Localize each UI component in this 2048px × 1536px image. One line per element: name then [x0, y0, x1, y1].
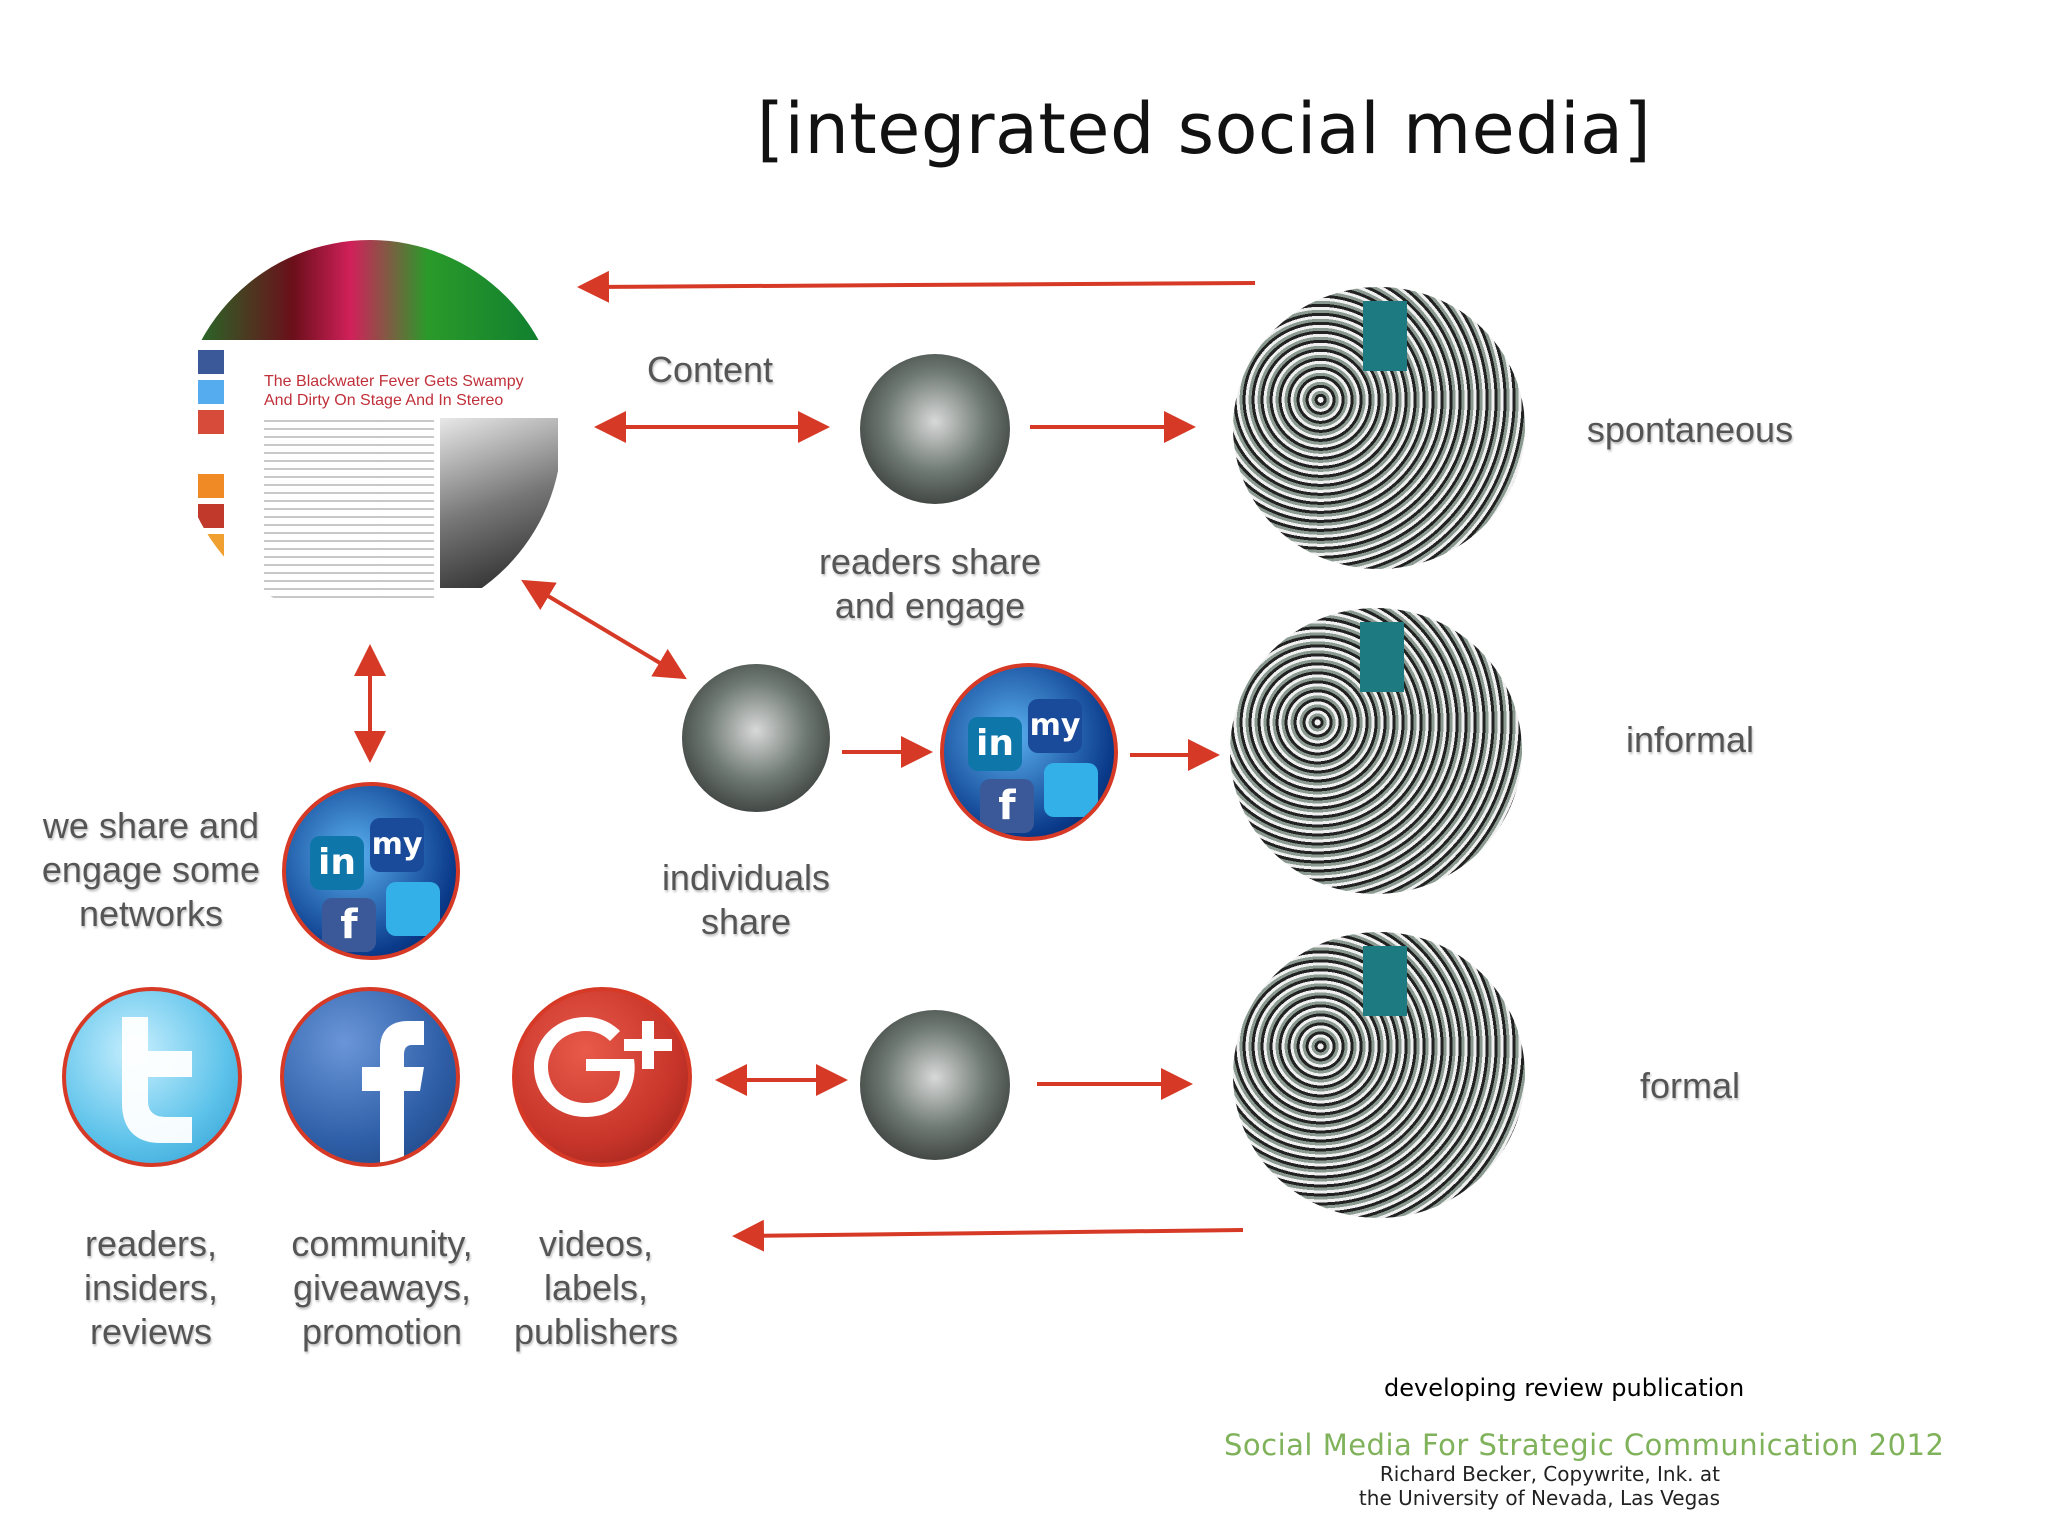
label-individuals-share: individuals share: [661, 857, 831, 942]
caption-twitter: readers, insiders, reviews: [83, 1223, 219, 1352]
caption-google: videos, labels, publishers: [513, 1223, 679, 1352]
label-formal: formal: [1639, 1065, 1741, 1106]
blog-headline-line2: And Dirty On Stage And In Stereo: [264, 392, 504, 409]
footer-credit: Richard Becker, Copywrite, Ink. at the U…: [1358, 1462, 1720, 1510]
social-apps-image-networks: in my f: [282, 782, 460, 960]
crowd-thumbnail-google: [860, 1010, 1010, 1160]
caption-facebook: community, giveaways, promotion: [291, 1223, 473, 1352]
twitter-app-icon: [1044, 763, 1098, 817]
linkedin-icon: in: [968, 717, 1022, 771]
social-apps-image-individuals: in my f: [940, 663, 1118, 841]
crowd-image-formal: [1233, 932, 1525, 1218]
facebook-app-icon: f: [980, 779, 1034, 833]
label-we-share: we share and engage some networks: [41, 805, 261, 934]
arrow-blog-individuals: [521, 579, 687, 680]
arrow-return-bottom: [732, 1219, 1244, 1252]
google-plus-logo-icon: [512, 987, 692, 1167]
crowd-image-informal: [1230, 608, 1522, 894]
myspace-icon: my: [1028, 699, 1082, 753]
myspace-icon: my: [370, 818, 424, 872]
label-readers-share: readers share and engage: [818, 541, 1042, 626]
label-spontaneous: spontaneous: [1586, 409, 1794, 450]
label-content: Content: [646, 349, 774, 390]
arrow-return-top: [577, 270, 1256, 303]
linkedin-icon: in: [310, 836, 364, 890]
crowd-image-spontaneous: [1233, 287, 1525, 569]
crowd-thumbnail-individuals: [682, 664, 830, 812]
facebook-logo-icon: [280, 987, 460, 1167]
twitter-logo-icon: [62, 987, 242, 1167]
slide-title: [integrated social media]: [756, 88, 1652, 170]
blog-page-image: The Blackwater Fever Gets Swampy And Dir…: [178, 240, 562, 624]
footer-subtitle: developing review publication: [1384, 1374, 1745, 1402]
band-photo: [440, 418, 558, 588]
blog-headline-line1: The Blackwater Fever Gets Swampy: [264, 373, 524, 390]
twitter-app-icon: [386, 882, 440, 936]
label-informal: informal: [1625, 719, 1755, 760]
footer-course-title: Social Media For Strategic Communication…: [1224, 1428, 1945, 1462]
facebook-app-icon: f: [322, 898, 376, 952]
crowd-thumbnail-readers: [860, 354, 1010, 504]
